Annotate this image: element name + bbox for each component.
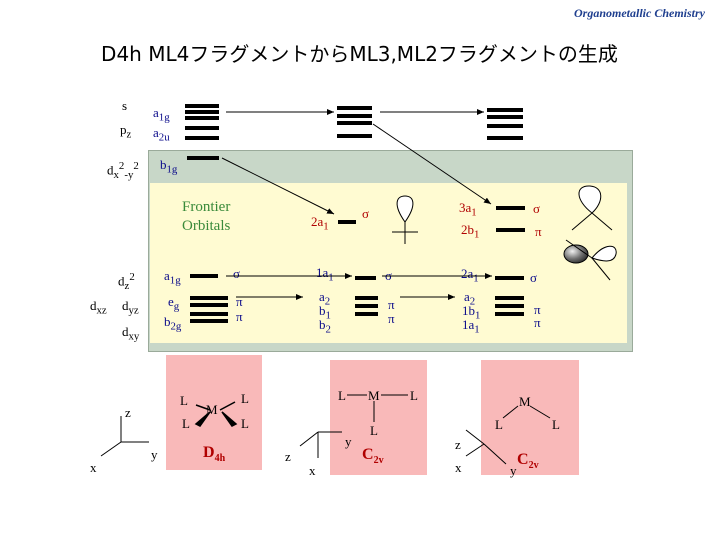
ml2-axis-x: x <box>455 460 462 475</box>
d4h-pink-box <box>166 355 262 470</box>
ml2-sigma-label: σ <box>533 201 541 216</box>
ml3-ligand-label-1: L <box>338 388 346 403</box>
ml3-axis-y: y <box>345 434 352 449</box>
ml3-ligand-label-3: L <box>370 423 378 438</box>
ml3-axis-x: x <box>309 463 316 478</box>
c2v-point-group-1: C2v <box>362 446 384 467</box>
d4h-eg-label: eg <box>168 294 180 313</box>
ml2-1b1-label: 1b1 <box>462 303 481 322</box>
ml3-axes <box>299 431 342 458</box>
d4h-a2u-label: a2u <box>153 125 170 144</box>
d4h-ligand-label-2: L <box>241 391 249 406</box>
dyz-orbital-label: dyz <box>122 298 139 317</box>
ml2-axis-z: z <box>455 437 461 452</box>
ml3-pi-label-2: π <box>388 311 395 326</box>
ml2-molecule <box>502 405 551 419</box>
dz2-orbital-label: dz2 <box>118 271 135 292</box>
ml2-levels <box>487 108 525 316</box>
course-header: Organometallic Chemistry <box>573 6 705 20</box>
d4h-b1g-label: b1g <box>160 157 178 176</box>
ml3-levels <box>337 106 378 316</box>
ml3-sigma-lobe <box>392 195 418 244</box>
correlation-arrows <box>221 109 492 300</box>
arrow-ml3-3a1 <box>372 123 492 205</box>
ml3-b1-label: b1 <box>319 303 331 322</box>
ml2-axis-y: y <box>510 463 517 478</box>
ml3-2a1-label: 2a1 <box>311 214 329 233</box>
frontier-label: Frontier Orbitals <box>182 199 231 234</box>
ml2-a2-label: a2 <box>464 289 476 308</box>
ml2-pi-label: π <box>535 224 542 239</box>
ml2-2b1-label: 2b1 <box>461 222 480 241</box>
ml2-ligand-label-2: L <box>552 417 560 432</box>
ml2-2a1-label: 2a1 <box>461 266 479 285</box>
ml3-sigma-label: σ <box>362 206 370 221</box>
ml2-1a1-label: 1a1 <box>462 317 480 336</box>
d4h-b2g-label: b2g <box>164 314 182 333</box>
d4h-point-group: D4h <box>203 444 226 465</box>
d4h-axis-y: y <box>151 447 158 462</box>
ml2-pi-label-2: π <box>534 315 541 330</box>
d4h-sigma-label: σ <box>233 266 241 281</box>
ml3-b2-label: b2 <box>319 317 331 336</box>
ml3-axis-z: z <box>285 449 291 464</box>
d4h-levels <box>185 104 228 323</box>
ml2-ligand-label-1: L <box>495 417 503 432</box>
d4h-ligand-label-1: L <box>180 393 188 408</box>
d4h-axes <box>100 416 149 457</box>
ml3-pi-label-1: π <box>388 297 395 312</box>
ml2-sigma-lobe <box>571 185 613 231</box>
d4h-a1g-label: a1g <box>153 105 170 124</box>
ml2-sigma-low-label: σ <box>530 270 538 285</box>
ml2-metal-label: M <box>519 394 531 409</box>
ml2-pi-label-1: π <box>534 302 541 317</box>
d4h-pi-label-2: π <box>236 309 243 324</box>
d4h-ligand-label-4: L <box>241 416 249 431</box>
d4h-molecule <box>194 401 238 427</box>
c2v-pink-box-1 <box>330 360 427 475</box>
ml2-axes <box>465 429 507 465</box>
pz-orbital-label: pz <box>120 122 132 141</box>
c2v-point-group-2: C2v <box>517 451 539 472</box>
dx2y2-orbital-label: dx2-y2 <box>107 160 139 181</box>
ml2-pi-lobe <box>563 239 617 281</box>
d4h-pi-label-1: π <box>236 294 243 309</box>
ml3-molecule <box>347 394 408 422</box>
s-orbital-label: s <box>122 98 128 113</box>
d4h-metal-label: M <box>206 402 218 417</box>
ml3-a2-label: a2 <box>319 289 331 308</box>
ml2-3a1-label: 3a1 <box>459 200 477 219</box>
dxy-orbital-label: dxy <box>122 324 140 343</box>
d4h-axis-z: z <box>125 405 131 420</box>
d4h-a1g-low-label: a1g <box>164 268 181 287</box>
d4h-axis-x: x <box>90 460 97 475</box>
dxz-orbital-label: dxz <box>90 298 107 317</box>
ml3-ligand-label-2: L <box>410 388 418 403</box>
slide-title: D4h ML4フラグメントからML3,ML2フラグメントの生成 <box>101 42 618 66</box>
d4h-ligand-label-3: L <box>182 416 190 431</box>
frontier-panel <box>150 183 627 343</box>
ml3-metal-label: M <box>368 388 380 403</box>
arrow-b1g-2a1 <box>221 157 335 215</box>
